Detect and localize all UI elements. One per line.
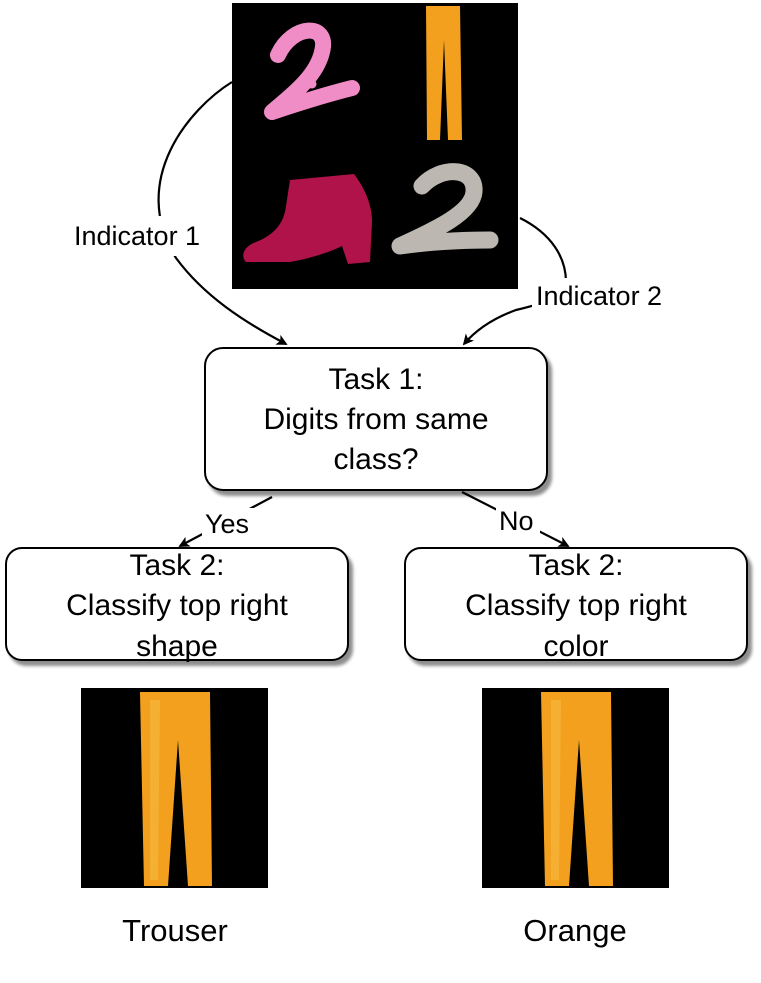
task-2-shape-line-1: Task 2: bbox=[129, 549, 224, 582]
indicator-2-label: Indicator 2 bbox=[536, 281, 662, 311]
output-image-color bbox=[482, 688, 669, 888]
task-2-color-line-3: color bbox=[543, 630, 608, 663]
task-2-color-line-1: Task 2: bbox=[528, 549, 623, 582]
task-2-color-box bbox=[404, 547, 748, 661]
shape-answer-caption: Trouser bbox=[122, 913, 228, 948]
task-2-shape-line-3: shape bbox=[136, 630, 218, 663]
task-1-line-1: Task 1: bbox=[328, 363, 423, 396]
task-1-line-2: Digits from same bbox=[263, 403, 488, 436]
task-1-box bbox=[204, 347, 548, 491]
orange-trouser-large-right-shade bbox=[551, 700, 561, 880]
color-answer-caption: Orange bbox=[523, 913, 626, 948]
task-2-shape-node: Task 2: Classify top right shape bbox=[5, 547, 349, 663]
yes-label: Yes bbox=[205, 509, 249, 539]
task-2-shape-box bbox=[5, 547, 349, 661]
yes-label-bg bbox=[202, 508, 254, 538]
indicator-1-label-bg bbox=[70, 216, 230, 256]
output-image-shape bbox=[81, 688, 268, 888]
no-label: No bbox=[499, 506, 534, 536]
task-2-shape-line-2: Classify top right bbox=[66, 589, 288, 622]
indicator-1-label: Indicator 1 bbox=[74, 221, 200, 251]
orange-trouser-large-left-shade bbox=[150, 700, 160, 880]
task-1-line-3: class? bbox=[333, 443, 418, 476]
crimson-boot bbox=[243, 174, 372, 264]
input-composite-image bbox=[232, 3, 518, 289]
task-2-color-line-2: Classify top right bbox=[465, 589, 687, 622]
gray-digit-two bbox=[391, 163, 499, 255]
no-label-bg bbox=[496, 506, 540, 536]
indicator-2-label-bg bbox=[532, 278, 684, 316]
pink-digit-two-loop bbox=[292, 78, 317, 105]
task-2-color-node: Task 2: Classify top right color bbox=[404, 547, 748, 663]
orange-trouser-small bbox=[426, 6, 462, 140]
task-1-node: Task 1: Digits from same class? bbox=[204, 347, 548, 491]
